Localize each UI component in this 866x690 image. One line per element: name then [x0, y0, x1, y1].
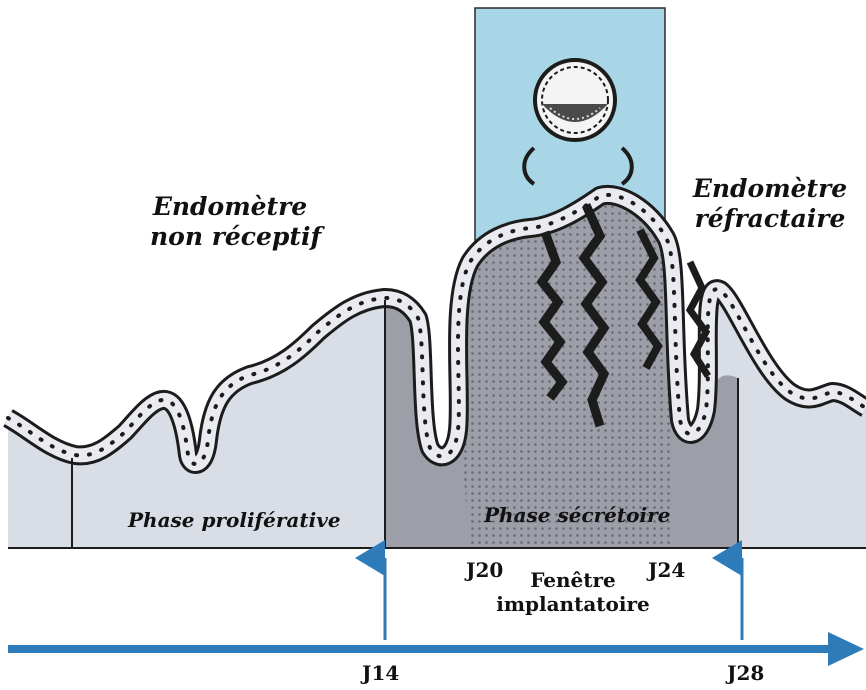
- label-refractory-line2: réfractaire: [690, 204, 850, 234]
- label-secretory-phase: Phase sécrétoire: [484, 503, 670, 527]
- label-refractory: Endomètre réfractaire: [690, 174, 850, 234]
- label-non-receptive-line1: Endomètre: [150, 192, 310, 222]
- embryo-icon: [535, 60, 615, 140]
- label-j28: J28: [727, 661, 764, 685]
- label-proliferative-phase: Phase proliférative: [128, 508, 341, 532]
- label-refractory-line1: Endomètre: [690, 174, 850, 204]
- label-implantation-window: Fenêtre implantatoire: [478, 568, 668, 616]
- label-window-line1: Fenêtre: [478, 568, 668, 592]
- label-j14: J14: [362, 661, 399, 685]
- label-non-receptive-line2: non réceptif: [150, 222, 310, 252]
- label-non-receptive: Endomètre non réceptif: [150, 192, 310, 252]
- timeline-arrowhead-icon: [828, 632, 864, 666]
- label-window-line2: implantatoire: [478, 592, 668, 616]
